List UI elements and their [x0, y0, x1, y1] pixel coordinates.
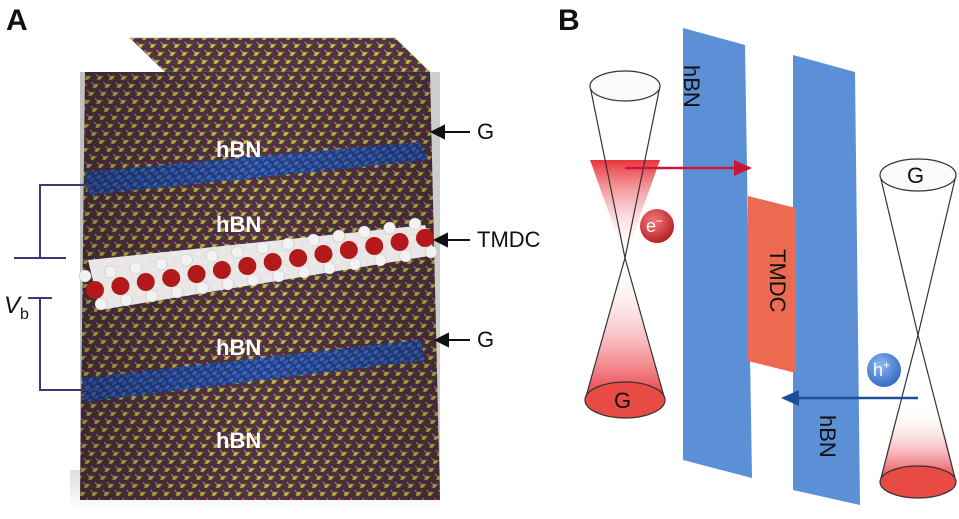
- bias-circuit: [14, 184, 100, 391]
- tmdc-chalcogen-atom: [170, 285, 184, 299]
- tmdc-chalcogen-atom: [424, 245, 438, 259]
- tmdc-metal-atom: [339, 241, 358, 259]
- hbn-barrier-left: [683, 28, 752, 478]
- tmdc-metal-atom: [289, 249, 308, 267]
- hbn-layer-label: hBN: [216, 137, 262, 162]
- tmdc-metal-atom: [365, 237, 384, 255]
- tmdc-pointer-label: TMDC: [477, 227, 541, 252]
- tmdc-chalcogen-atom: [221, 277, 235, 291]
- tmdc-chalcogen-atom: [205, 249, 219, 263]
- tmdc-layer: [78, 217, 438, 311]
- tmdc-chalcogen-atom: [348, 257, 362, 271]
- tmdc-metal-atom: [162, 269, 181, 287]
- top-graphene-label: G: [477, 119, 495, 144]
- tmdc-chalcogen-atom: [120, 293, 133, 307]
- tmdc-chalcogen-atom: [180, 253, 193, 267]
- tmdc-metal-atom: [111, 277, 130, 295]
- hole-particle: [867, 353, 901, 387]
- tmdc-chalcogen-atom: [281, 237, 295, 251]
- tmdc-chalcogen-atom: [94, 297, 108, 311]
- hbn-layer-label: hBN: [216, 212, 262, 237]
- hbn-barrier-label: hBN: [815, 415, 840, 458]
- electron-symbol: e: [646, 216, 657, 236]
- bottom-graphene-label: G: [477, 327, 495, 352]
- hole-charge: +: [883, 358, 891, 372]
- hole-tunneling-arrow: [781, 390, 918, 406]
- bias-subscript: b: [20, 305, 29, 323]
- tmdc-chalcogen-atom: [247, 273, 260, 287]
- tmdc-chalcogen-atom: [373, 253, 387, 267]
- pointer-arrows: [429, 124, 470, 348]
- hbn-layer-label: hBN: [216, 335, 262, 360]
- hbn-barrier-right: [793, 55, 860, 505]
- tmdc-slab-label: TMDC: [765, 249, 790, 313]
- tmdc-chalcogen-atom: [357, 225, 371, 239]
- tmdc-chalcogen-atom: [297, 265, 311, 279]
- tmdc-metal-atom: [187, 265, 206, 283]
- tmdc-chalcogen-atom: [145, 289, 159, 303]
- tmdc-chalcogen-atom: [78, 269, 92, 283]
- tmdc-chalcogen-atom: [104, 265, 117, 279]
- tmdc-chalcogen-atom: [332, 229, 346, 243]
- tmdc-metal-atom: [212, 261, 231, 279]
- hole-symbol: h: [873, 360, 884, 380]
- electron-label: e−: [646, 214, 663, 237]
- panel-a-letter: A: [6, 4, 28, 37]
- tmdc-chalcogen-atom: [154, 257, 168, 271]
- tmdc-metal-atom: [238, 257, 257, 275]
- electron-charge: −: [656, 214, 664, 228]
- hbn-barrier-label: hBN: [679, 65, 704, 108]
- tmdc-chalcogen-atom: [129, 261, 143, 275]
- tmdc-chalcogen-atom: [399, 249, 412, 263]
- tmdc-chalcogen-atom: [231, 245, 244, 259]
- tmdc-slab: [748, 196, 796, 373]
- tmdc-chalcogen-atom: [272, 269, 285, 283]
- bias-voltage-label: Vb: [4, 292, 29, 324]
- right-dirac-cone: [879, 158, 957, 499]
- tmdc-metal-atom: [86, 281, 104, 299]
- tmdc-chalcogen-atom: [383, 221, 396, 235]
- tmdc-chalcogen-atom: [307, 233, 320, 247]
- tmdc-chalcogen-atom: [196, 281, 209, 295]
- tmdc-metal-atom: [263, 253, 282, 271]
- tmdc-chalcogen-atom: [323, 261, 336, 275]
- hbn-layer-label: hBN: [216, 428, 262, 453]
- tmdc-chalcogen-atom: [408, 217, 422, 231]
- electron-particle: [640, 209, 674, 243]
- electron-tunneling-arrow: [625, 160, 752, 176]
- tmdc-metal-atom: [136, 273, 155, 291]
- right-cone-label: G: [907, 163, 925, 188]
- tmdc-metal-atom: [314, 245, 333, 263]
- left-cone-label: G: [614, 388, 632, 413]
- hole-label: h+: [873, 358, 890, 381]
- tmdc-metal-atom: [390, 233, 409, 251]
- tmdc-metal-atom: [416, 229, 434, 247]
- left-dirac-cone: [584, 70, 666, 419]
- bias-symbol: V: [4, 292, 21, 319]
- tmdc-chalcogen-atom: [256, 241, 269, 255]
- panel-b-letter: B: [558, 4, 580, 37]
